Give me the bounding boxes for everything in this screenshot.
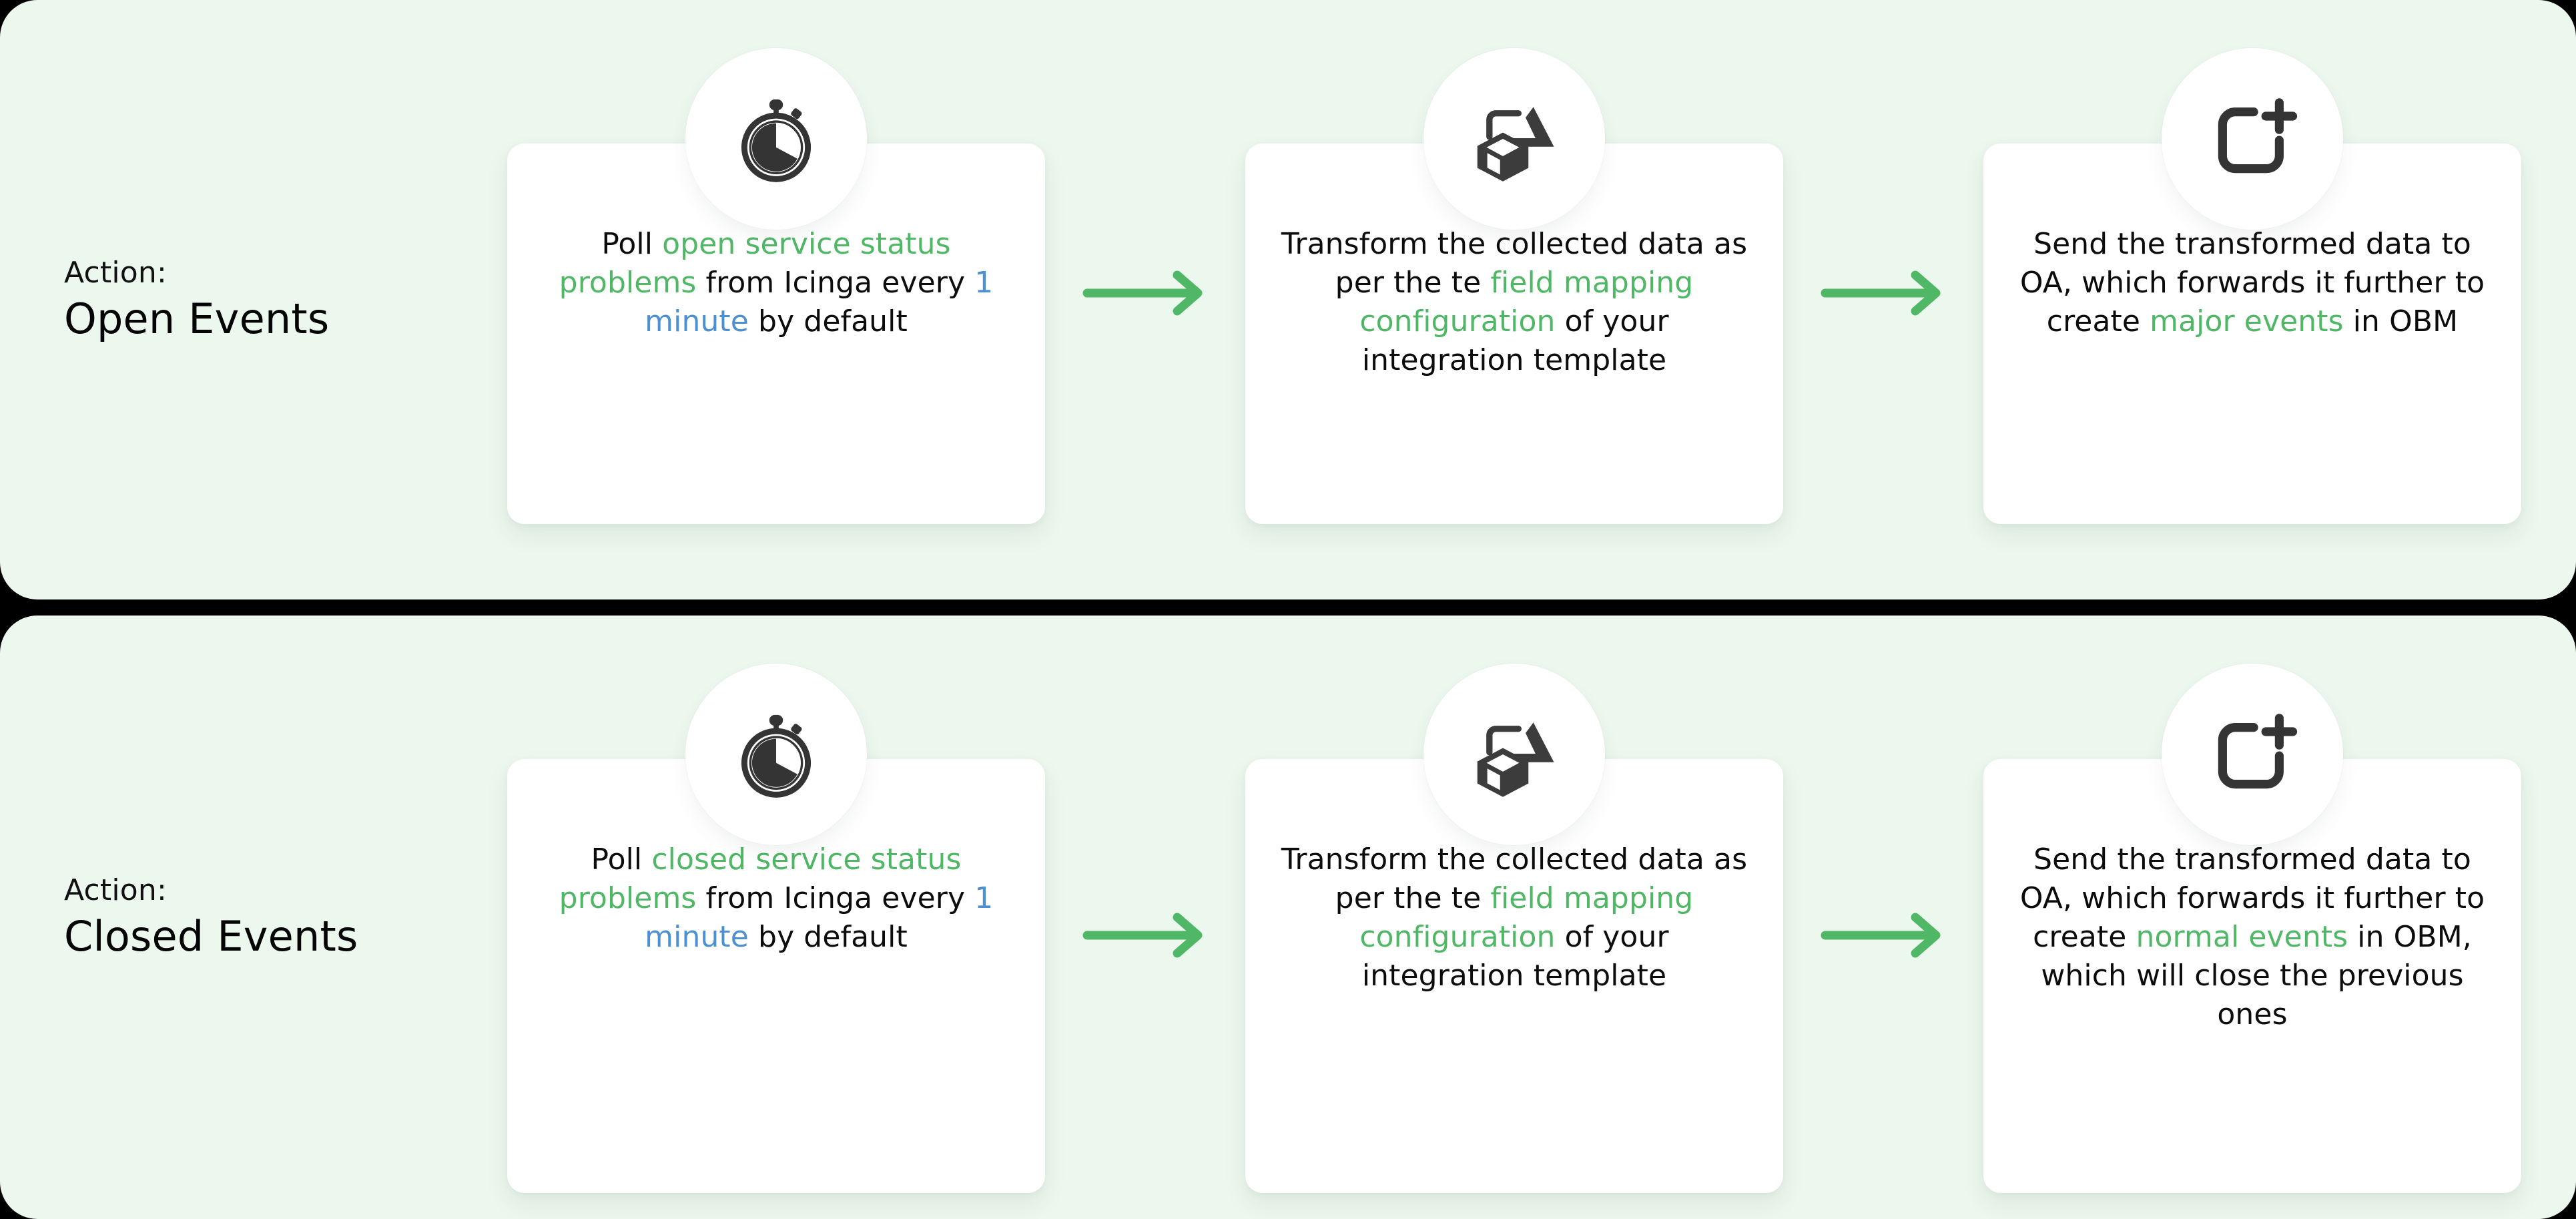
step-description: Poll closed service status problems from… — [538, 840, 1014, 957]
action-kicker: Action: — [64, 256, 168, 290]
text-segment: from Icinga every — [696, 266, 975, 300]
text-segment: open service status problems — [559, 227, 951, 300]
step-card[interactable]: Transform the collected data as per the … — [1245, 664, 1783, 1193]
text-segment: field mapping configuration — [1359, 881, 1694, 955]
text-segment: Send the transformed data to OA, which f… — [2019, 227, 2485, 339]
text-segment: of your integration template — [1361, 304, 1669, 378]
flow-step-send: Send the transformed data to OA, which f… — [1983, 616, 2521, 1193]
action-title: Closed Events — [64, 912, 358, 961]
create-event-icon — [2162, 664, 2343, 845]
text-segment: of your integration template — [1361, 920, 1669, 993]
text-segment: in OBM — [2343, 304, 2459, 339]
transform-cube-icon — [1423, 48, 1605, 230]
arrow-right-icon — [1783, 0, 1983, 319]
flow-step-transform: Transform the collected data as per the … — [1245, 0, 1783, 524]
flow-step-poll: Poll closed service status problems from… — [507, 616, 1045, 1193]
step-description: Transform the collected data as per the … — [1276, 225, 1752, 380]
create-event-icon — [2162, 48, 2343, 230]
text-segment: major events — [2150, 304, 2344, 339]
step-card[interactable]: Send the transformed data to OA, which f… — [1983, 48, 2521, 524]
text-segment: Send the transformed data to OA, which f… — [2019, 842, 2485, 955]
text-segment: 1 minute — [645, 881, 994, 955]
arrow-right-icon — [1045, 0, 1245, 319]
action-kicker: Action: — [64, 873, 168, 908]
text-segment: Transform the collected data as per the … — [1281, 227, 1748, 300]
text-segment: in OBM, which will close the previous on… — [2041, 920, 2472, 1032]
step-description: Send the transformed data to OA, which f… — [2014, 840, 2491, 1034]
text-segment: from Icinga every — [696, 881, 975, 916]
flow-steps-open-events: Poll open service status problems from I… — [507, 0, 2576, 599]
flow-steps-closed-events: Poll closed service status problems from… — [507, 616, 2576, 1219]
arrow-right-icon — [1783, 616, 1983, 961]
action-label-open-events: Action: Open Events — [0, 0, 507, 599]
action-label-closed-events: Action: Closed Events — [0, 616, 507, 1219]
text-segment: closed service status problems — [559, 842, 962, 916]
text-segment: Poll — [591, 842, 652, 877]
arrow-right-icon — [1045, 616, 1245, 961]
text-segment: 1 minute — [645, 266, 994, 339]
text-segment: field mapping configuration — [1359, 266, 1694, 339]
flow-panel-closed-events: Action: Closed Events — [0, 616, 2576, 1219]
step-card[interactable]: Poll closed service status problems from… — [507, 664, 1045, 1193]
stopwatch-icon — [685, 48, 867, 230]
step-description: Send the transformed data to OA, which f… — [2014, 225, 2491, 341]
flow-step-poll: Poll open service status problems from I… — [507, 0, 1045, 524]
flow-step-send: Send the transformed data to OA, which f… — [1983, 0, 2521, 524]
flow-step-transform: Transform the collected data as per the … — [1245, 616, 1783, 1193]
text-segment: by default — [748, 920, 908, 955]
flow-panel-open-events: Action: Open Events — [0, 0, 2576, 599]
transform-cube-icon — [1423, 664, 1605, 845]
step-description: Poll open service status problems from I… — [538, 225, 1014, 341]
step-card[interactable]: Poll open service status problems from I… — [507, 48, 1045, 524]
action-title: Open Events — [64, 294, 330, 344]
stopwatch-icon — [685, 664, 867, 845]
step-card[interactable]: Send the transformed data to OA, which f… — [1983, 664, 2521, 1193]
text-segment: Poll — [601, 227, 663, 261]
step-card[interactable]: Transform the collected data as per the … — [1245, 48, 1783, 524]
step-description: Transform the collected data as per the … — [1276, 840, 1752, 995]
text-segment: normal events — [2136, 920, 2348, 955]
text-segment: Transform the collected data as per the … — [1281, 842, 1748, 916]
text-segment: by default — [748, 304, 908, 339]
